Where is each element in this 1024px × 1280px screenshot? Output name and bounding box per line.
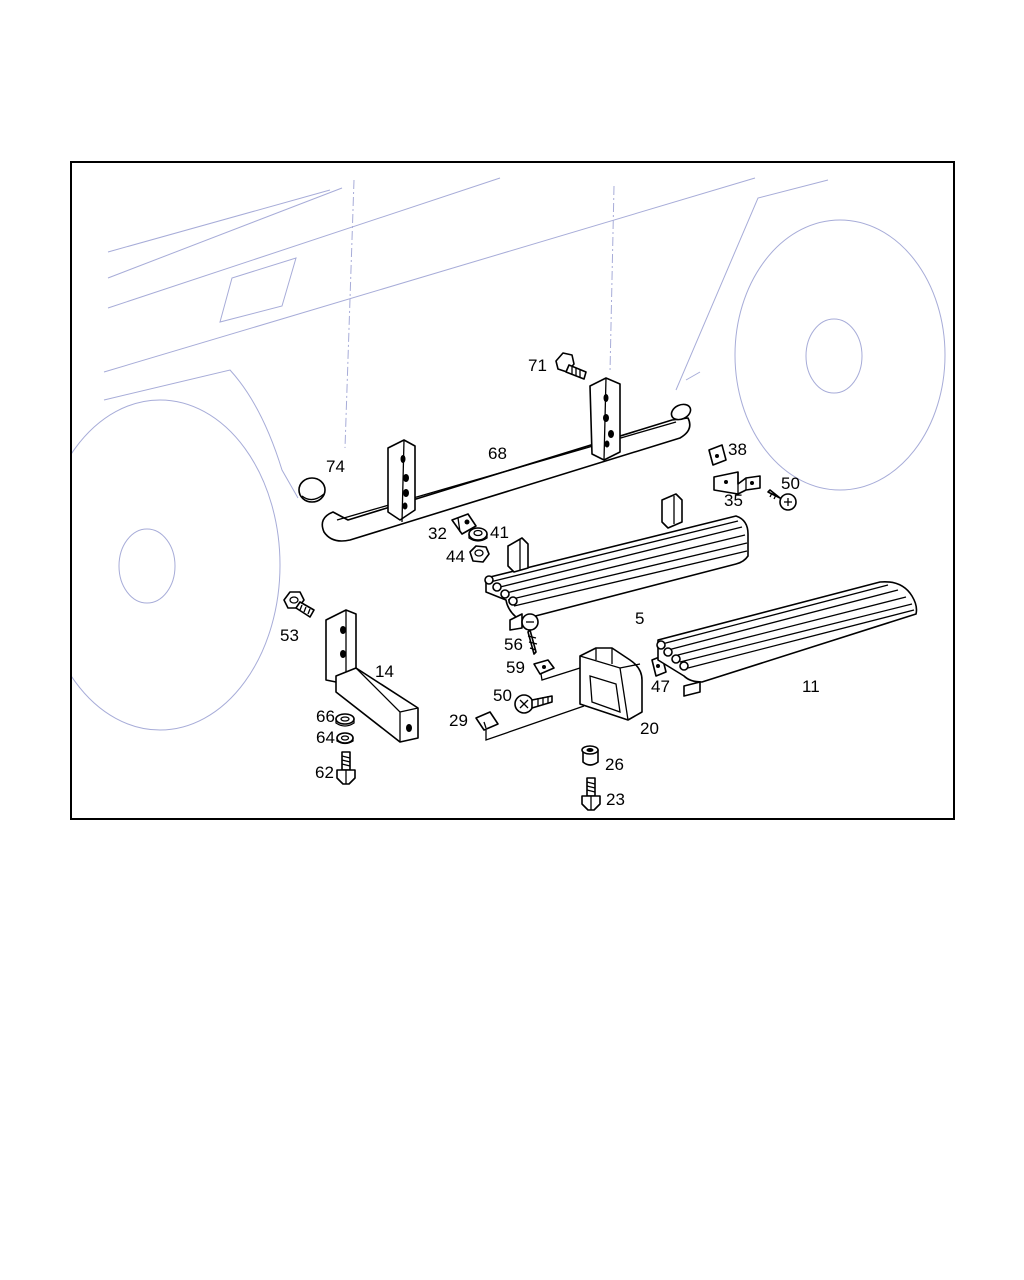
bracket-32	[451, 513, 477, 535]
callout-32: 32	[428, 524, 447, 543]
running-board-11	[656, 580, 918, 697]
callout-5: 5	[635, 609, 644, 628]
callout-20: 20	[640, 719, 659, 738]
screw-56	[521, 613, 539, 655]
callout-11: 11	[802, 677, 820, 696]
clip-59	[533, 659, 581, 681]
callout-26: 26	[605, 755, 624, 774]
callout-68: 68	[488, 444, 507, 463]
washer-41	[468, 527, 488, 542]
callout-38: 38	[728, 440, 747, 459]
running-board-5	[484, 493, 749, 631]
callout-41: 41	[490, 523, 509, 542]
callout-50-lower: 50	[493, 686, 512, 705]
callout-56: 56	[504, 635, 523, 654]
end-cap-housing-20	[579, 647, 643, 721]
callout-59: 59	[506, 658, 525, 677]
washer-64	[336, 732, 354, 745]
spacer-26	[581, 745, 599, 766]
end-cap-74	[298, 477, 326, 503]
side-tube-68	[321, 377, 692, 542]
callout-71: 71	[528, 356, 547, 375]
washer-66	[335, 713, 355, 727]
callout-35: 35	[724, 491, 743, 510]
bolt-53	[283, 591, 315, 618]
bolt-71	[555, 352, 587, 380]
callout-29: 29	[449, 711, 468, 730]
callout-14: 14	[375, 662, 394, 681]
callout-labels: 71 74 68 38 35 50 32 41 44 5 53 56 59 14…	[280, 356, 820, 809]
callout-64: 64	[316, 728, 335, 747]
callout-62: 62	[315, 763, 334, 782]
bolt-62	[336, 751, 356, 785]
callout-23: 23	[606, 790, 625, 809]
clip-29	[475, 705, 585, 741]
callout-74: 74	[326, 457, 345, 476]
diagram-frame	[70, 161, 955, 820]
clip-38	[708, 444, 727, 466]
callout-50-upper: 50	[781, 474, 800, 493]
nut-44	[469, 545, 490, 563]
support-bracket-14	[325, 609, 419, 743]
callout-44: 44	[446, 547, 465, 566]
callout-66: 66	[316, 707, 335, 726]
bolt-23	[581, 777, 601, 811]
screw-50-lower	[514, 694, 553, 714]
bracket-35	[713, 471, 761, 495]
vehicle-outline	[72, 177, 946, 731]
callout-53: 53	[280, 626, 299, 645]
screw-50-upper	[767, 489, 797, 511]
callout-47: 47	[651, 677, 670, 696]
